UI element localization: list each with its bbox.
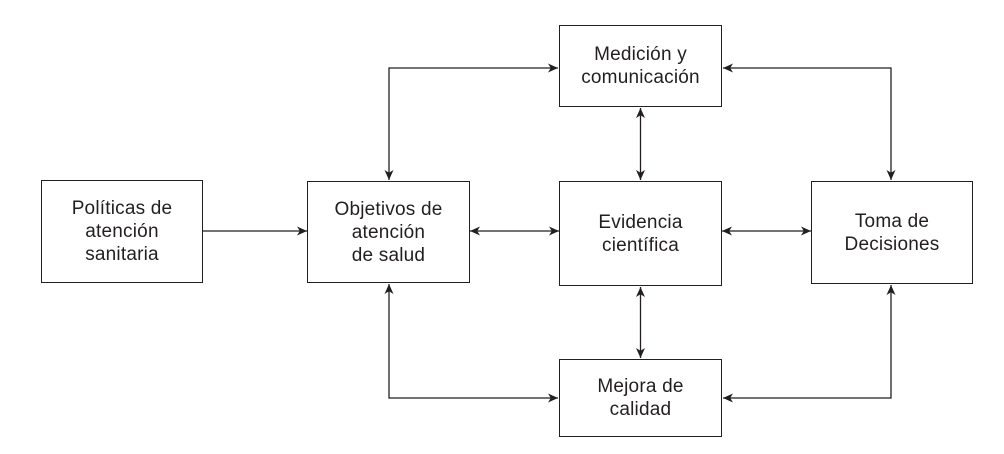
node-label: Objetivos de atención de salud	[334, 198, 443, 266]
connector-toma-mejora	[723, 285, 896, 403]
node-mejora-de-calidad: Mejora de calidad	[559, 359, 722, 437]
node-label: Políticas de atención sanitaria	[71, 198, 173, 265]
node-label: Mejora de calidad	[597, 376, 684, 420]
node-label: Evidencia científica	[598, 211, 683, 256]
connector-objetivos-mejora	[384, 284, 558, 403]
node-politicas-atencion-sanitaria: Políticas de atención sanitaria	[41, 180, 203, 283]
node-label: Medición y comunicación	[581, 44, 700, 88]
node-evidencia-cientifica: Evidencia científica	[559, 181, 722, 286]
connector-medicion-toma	[723, 63, 896, 180]
node-toma-de-decisiones: Toma de Decisiones	[811, 181, 973, 284]
connector-objetivos-medicion	[384, 63, 558, 180]
node-medicion-comunicacion: Medición y comunicación	[559, 25, 722, 107]
node-objetivos-atencion-salud: Objetivos de atención de salud	[307, 181, 470, 283]
node-label: Toma de Decisiones	[844, 210, 940, 255]
